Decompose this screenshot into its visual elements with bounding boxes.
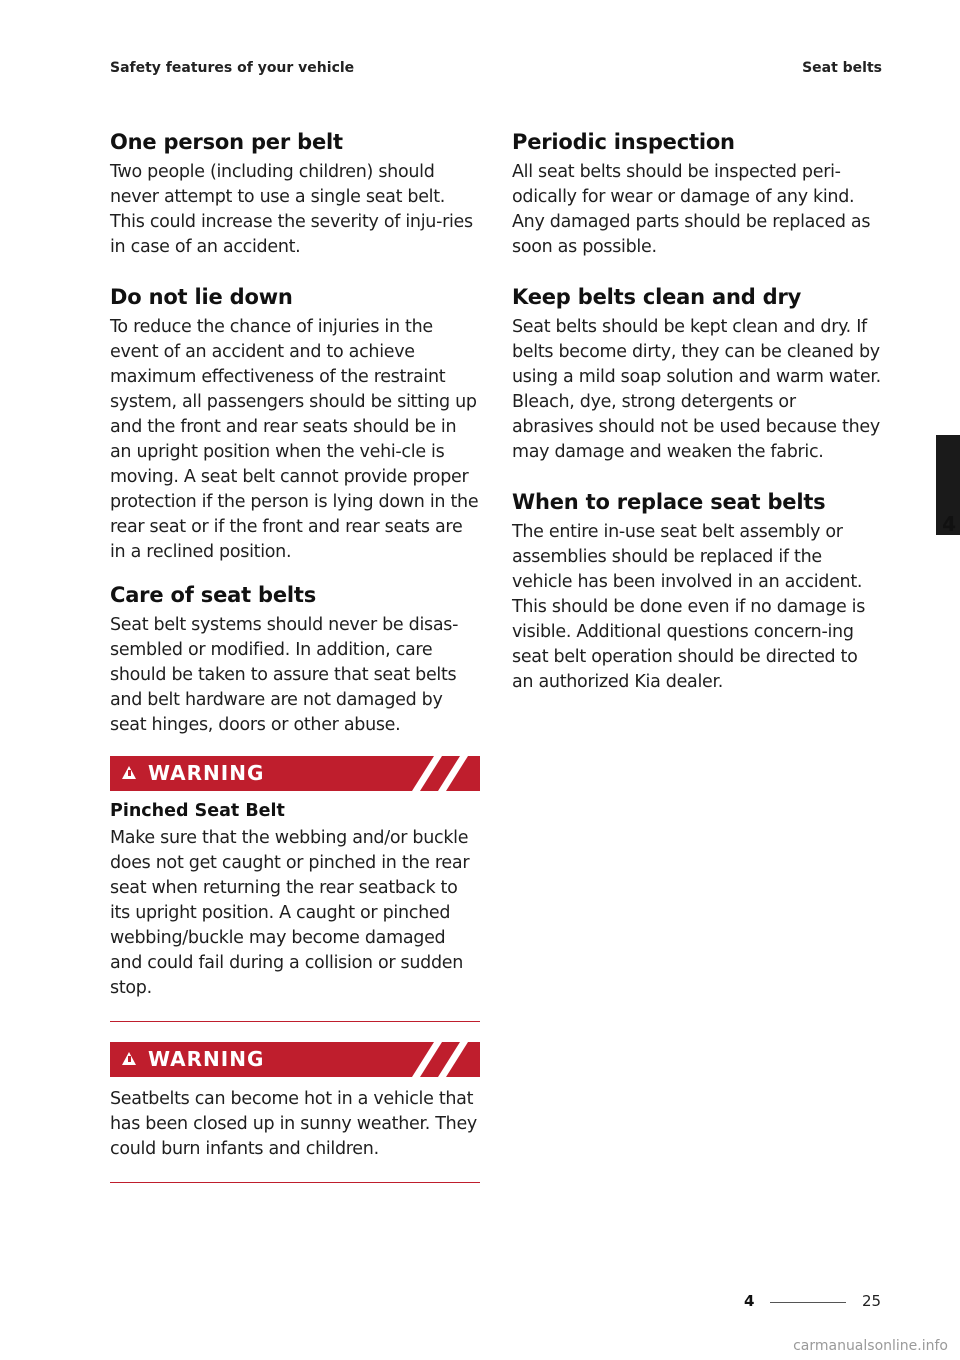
section-title: Keep belts clean and dry: [512, 285, 802, 309]
section-title: One person per belt: [110, 130, 343, 154]
running-header-section: Safety features of your vehicle: [110, 60, 355, 76]
section-do-not-lie-down: Do not lie down To reduce the chance of …: [110, 285, 480, 565]
section-body: To reduce the chance of injuries in the …: [110, 317, 479, 562]
warning-label: WARNING: [148, 761, 265, 785]
section-title: When to replace seat belts: [512, 490, 826, 514]
warning-body: Seatbelts can become hot in a vehicle th…: [110, 1089, 477, 1159]
section-title: Periodic inspection: [512, 130, 735, 154]
warning-banner: WARNING: [110, 756, 480, 791]
section-body: All seat belts should be inspected peri-…: [512, 162, 871, 257]
right-column: Periodic inspection All seat belts shoul…: [512, 130, 882, 720]
section-title: Do not lie down: [110, 285, 293, 309]
warning-banner: WARNING: [110, 1042, 480, 1077]
section-body: Two people (including children) should n…: [110, 162, 473, 257]
section-body: The entire in-use seat belt assembly or …: [512, 522, 866, 692]
warning-divider: [110, 1021, 480, 1022]
double-slash-decoration-icon: [412, 1042, 468, 1077]
section-body: Seat belt systems should never be disas-…: [110, 615, 459, 735]
warning-exclamation-mark: [127, 770, 131, 776]
section-body: Seat belts should be kept clean and dry.…: [512, 317, 881, 462]
footer-page-number: 25: [862, 1292, 882, 1310]
running-header-topic: Seat belts: [802, 60, 882, 76]
section-care-of-seat-belts: Care of seat belts Seat belt systems sho…: [110, 583, 480, 738]
chapter-side-number: 4: [942, 512, 956, 536]
section-when-to-replace: When to replace seat belts The entire in…: [512, 490, 882, 695]
left-column: One person per belt Two people (includin…: [110, 130, 480, 1203]
warning-exclamation-mark: [127, 1056, 131, 1062]
watermark: carmanualsonline.info: [793, 1338, 948, 1354]
footer-chapter-number: 4: [744, 1292, 755, 1310]
section-periodic-inspection: Periodic inspection All seat belts shoul…: [512, 130, 882, 260]
warning-subtitle: Pinched Seat Belt: [110, 801, 285, 821]
footer-divider: [770, 1302, 846, 1303]
warning-body: Make sure that the webbing and/or buckle…: [110, 828, 470, 998]
double-slash-decoration-icon: [412, 756, 468, 791]
section-one-person-per-belt: One person per belt Two people (includin…: [110, 130, 480, 260]
chapter-side-tab: [936, 435, 960, 535]
warning-label: WARNING: [148, 1047, 265, 1071]
section-title: Care of seat belts: [110, 583, 317, 607]
warning-divider: [110, 1182, 480, 1183]
section-keep-belts-clean: Keep belts clean and dry Seat belts shou…: [512, 285, 882, 465]
